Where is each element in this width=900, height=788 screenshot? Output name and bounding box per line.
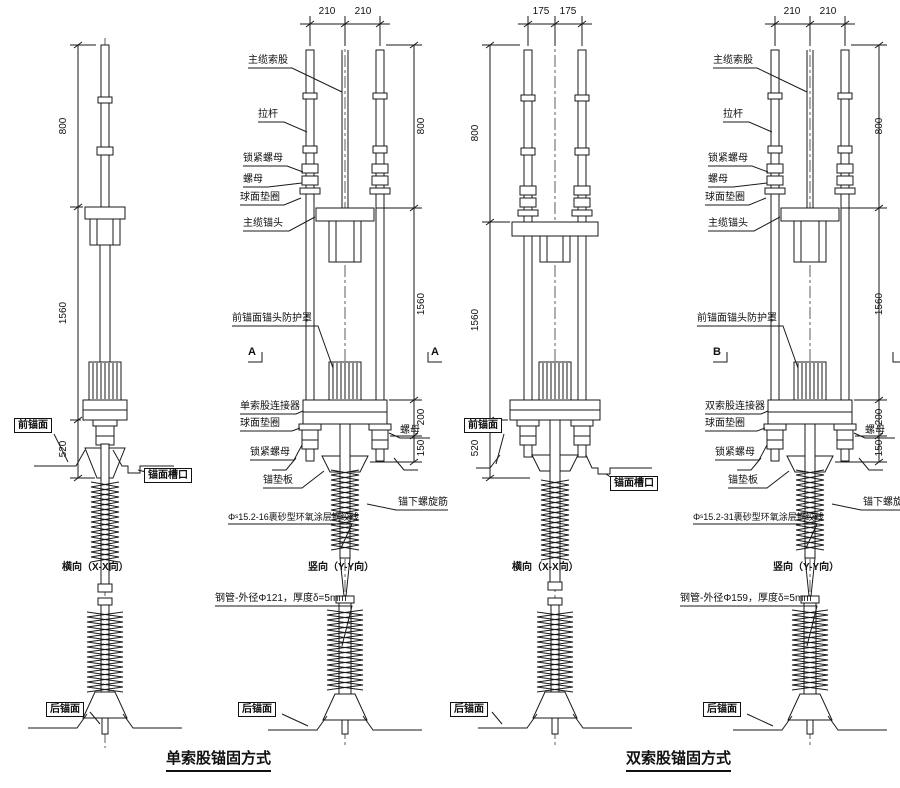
label-connector: 单索股连接器	[240, 401, 300, 412]
label-strand-spec: Φˢ15.2-31裹砂型环氧涂层钢绞线	[693, 512, 824, 522]
label-tie-rod: 拉杆	[258, 109, 278, 120]
label-lock-nut-lower: 锁紧螺母	[250, 447, 290, 458]
dim-label: 1560	[470, 308, 481, 332]
label-protective-cover: 前锚面锚头防护罩	[232, 313, 312, 324]
label-spherical-washer-lower: 球面垫圈	[705, 418, 745, 429]
dim-label: 210	[318, 6, 336, 17]
label-anchor-face-notch: 锚面槽口	[610, 476, 658, 491]
dim-label: 800	[470, 124, 481, 142]
label-strand-spec: Φˢ15.2-16裹砂型环氧涂层钢绞线	[228, 512, 359, 522]
label-steel-pipe-spec: 钢管-外径Φ159，厚度δ=5mm	[680, 593, 812, 604]
label-view-xx: 横向（X-X向）	[512, 562, 579, 573]
label-spiral-rebar: 锚下螺旋筋	[398, 497, 448, 508]
label-rear-anchor-face: 后锚面	[46, 702, 84, 717]
label-front-anchor-face: 前锚面	[14, 418, 52, 433]
title-double-strand-anchoring: 双索股锚固方式	[626, 750, 732, 772]
label-connector: 双索股连接器	[705, 401, 765, 412]
label-view-yy: 竖向（Y-Y向）	[773, 562, 840, 573]
label-lock-nut-upper: 锁紧螺母	[708, 153, 748, 164]
label-anchor-bearing-plate: 锚垫板	[728, 475, 758, 486]
assembly2-linework	[215, 16, 448, 748]
label-main-cable-anchor-head: 主缆锚头	[243, 218, 283, 229]
title-single-strand-anchoring: 单索股锚固方式	[166, 750, 272, 772]
dim-label: 520	[58, 440, 69, 458]
dim-label: 1560	[58, 301, 69, 325]
label-nut-lower: 螺母	[400, 425, 420, 436]
dim-label: 210	[819, 6, 837, 17]
label-steel-pipe-spec: 钢管-外径Φ121，厚度δ=5mm	[215, 593, 347, 604]
section-mark-left: A	[248, 346, 256, 358]
label-rear-anchor-face: 后锚面	[703, 702, 741, 717]
assembly1-linework	[28, 38, 182, 748]
section-mark-left: B	[713, 346, 721, 358]
dim-label: 175	[532, 6, 550, 17]
label-spherical-washer-upper: 球面垫圈	[705, 192, 745, 203]
assembly4-linework	[680, 16, 900, 748]
label-tie-rod: 拉杆	[723, 109, 743, 120]
label-anchor-face-notch: 锚面槽口	[144, 468, 192, 483]
label-main-cable-strand: 主缆索股	[713, 55, 753, 66]
dim-label: 175	[559, 6, 577, 17]
label-nut-lower: 螺母	[865, 425, 885, 436]
section-mark-right: A	[431, 346, 439, 358]
dim-label: 800	[874, 117, 885, 135]
dim-label: 800	[58, 117, 69, 135]
label-lock-nut-lower: 锁紧螺母	[715, 447, 755, 458]
label-view-xx: 横向（X-X向）	[62, 562, 129, 573]
dim-label: 800	[416, 117, 427, 135]
label-spherical-washer-upper: 球面垫圈	[240, 192, 280, 203]
label-nut-upper: 螺母	[708, 174, 728, 185]
label-rear-anchor-face: 后锚面	[238, 702, 276, 717]
label-view-yy: 竖向（Y-Y向）	[308, 562, 375, 573]
dim-label: 1560	[416, 292, 427, 316]
label-nut-upper: 螺母	[243, 174, 263, 185]
label-rear-anchor-face: 后锚面	[450, 702, 488, 717]
label-main-cable-strand: 主缆索股	[248, 55, 288, 66]
label-main-cable-anchor-head: 主缆锚头	[708, 218, 748, 229]
label-front-anchor-face: 前锚面	[464, 418, 502, 433]
label-lock-nut-upper: 锁紧螺母	[243, 153, 283, 164]
dim-label: 520	[470, 439, 481, 457]
dim-label: 210	[783, 6, 801, 17]
label-spiral-rebar: 锚下螺旋筋	[863, 497, 900, 508]
dim-label: 1560	[874, 292, 885, 316]
dim-label: 210	[354, 6, 372, 17]
label-protective-cover: 前锚面锚头防护罩	[697, 313, 777, 324]
label-spherical-washer-lower: 球面垫圈	[240, 418, 280, 429]
assembly3-linework	[476, 16, 652, 748]
label-anchor-bearing-plate: 锚垫板	[263, 475, 293, 486]
